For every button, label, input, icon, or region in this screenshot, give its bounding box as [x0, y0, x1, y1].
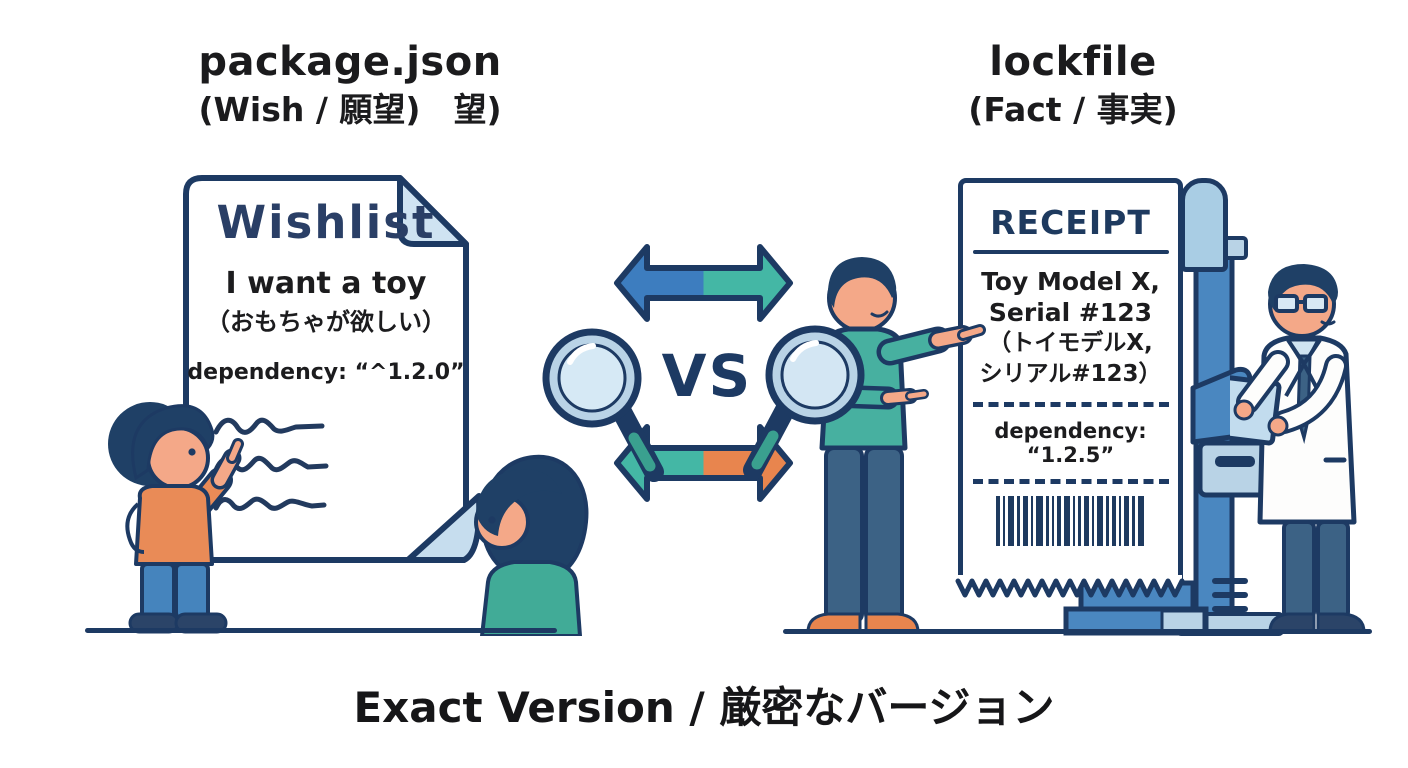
boy-pants-right	[174, 562, 210, 620]
man-hair	[828, 257, 897, 308]
receipt-document: RECEIPT Toy Model X, Serial #123 （トイモデルX…	[958, 178, 1183, 580]
ground-line-left	[85, 628, 557, 633]
boy-pants-left	[140, 562, 176, 620]
left-title: package.json	[198, 39, 502, 85]
receipt-item-line2: Serial #123	[988, 298, 1153, 327]
receipt-zigzag-edge	[955, 575, 1185, 598]
receipt-title-rule	[972, 250, 1169, 254]
caption: Exact Version / 厳密なバージョン	[353, 683, 1055, 732]
girl-hair-front	[476, 469, 562, 536]
scientist-arm-left	[1240, 354, 1286, 410]
boy-pointing-finger	[229, 441, 241, 461]
compare-arrow-top-icon	[614, 244, 793, 322]
man-figure	[806, 257, 986, 634]
wishlist-dependency: dependency: “^1.2.0”	[187, 360, 465, 385]
boy-figure	[108, 402, 244, 634]
printer-slot-icon	[1215, 456, 1255, 467]
wishlist-title: Wishlist	[216, 196, 436, 249]
receipt-title: RECEIPT	[990, 203, 1151, 242]
scientist-figure	[1230, 264, 1366, 634]
receipt-roll	[1180, 178, 1228, 272]
scientist-hair	[1268, 264, 1338, 312]
magnifier-left-icon	[542, 328, 664, 482]
glasses-icon	[1274, 294, 1328, 313]
boy-hair-front	[131, 404, 215, 481]
scientist-leg-left	[1282, 520, 1316, 620]
receipt-item-line3: （トイモデルX,	[988, 330, 1153, 356]
wishlist-line2: （おもちゃが欲しい）	[206, 308, 446, 336]
scientist-arm-right	[1276, 358, 1344, 430]
receipt-dashed-separator-bottom	[972, 479, 1169, 484]
right-title: lockfile	[989, 39, 1157, 85]
man-foot-left	[806, 612, 862, 634]
receipt-item-line1: Toy Model X,	[981, 267, 1160, 296]
ground-line-right	[783, 629, 1372, 634]
girl-shirt	[480, 560, 582, 636]
man-pointing-finger	[960, 327, 983, 338]
barcode-icon	[995, 496, 1144, 546]
kiosk-machine	[1063, 236, 1284, 636]
receipt-dashed-separator-top	[972, 402, 1169, 407]
wishlist-line1: I want a toy	[225, 266, 427, 301]
scientist-hand-left	[1233, 399, 1255, 421]
man-left-finger	[907, 391, 927, 399]
pedestal-light-block	[1160, 609, 1206, 633]
girl-figure	[474, 454, 589, 636]
right-subtitle: (Fact / 事実)	[968, 90, 1178, 129]
girl-eye	[488, 516, 496, 524]
magnifier-right-icon	[743, 325, 865, 480]
receipt-dependency: dependency: “1.2.5”	[994, 419, 1147, 467]
dog-ear-fold-icon	[397, 175, 469, 247]
left-subtitle: (Wish / 願望) 望)	[198, 90, 502, 129]
scientist-shoe-left	[1268, 612, 1316, 634]
comparison-graphic	[542, 244, 865, 502]
vent-lines-icon	[1212, 578, 1248, 612]
left-title-block: package.json (Wish / 願望) 望)	[140, 38, 560, 130]
boy-eye	[188, 448, 196, 456]
receipt-item-line4: シリアル#123）	[979, 361, 1162, 387]
scientist-leg-right	[1316, 520, 1350, 620]
vs-label: VS	[661, 342, 753, 410]
scientist-hand-right	[1267, 415, 1289, 437]
right-title-block: lockfile (Fact / 事実)	[878, 38, 1268, 130]
boy-shirt	[134, 484, 214, 566]
